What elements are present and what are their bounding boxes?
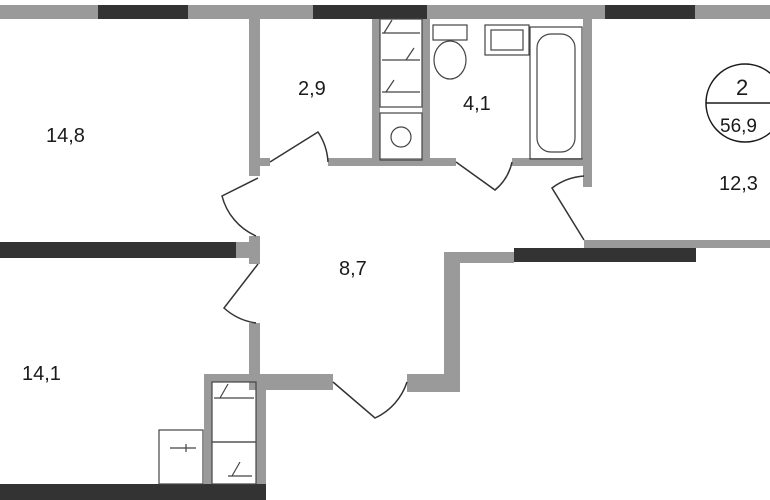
wall-bath-right	[583, 19, 592, 187]
closet-sink-tap	[170, 444, 196, 452]
shelf-top-detail	[382, 32, 420, 93]
door-small-room	[269, 130, 329, 163]
closet-shelf-bottom	[211, 441, 257, 485]
wall-notch-vertical	[444, 252, 460, 392]
wall-hall-left-lower	[249, 323, 260, 380]
room-area-bottom-left: 14,1	[22, 363, 61, 385]
room-area-hall: 8,7	[339, 258, 367, 280]
bath-sink-inner	[490, 29, 524, 51]
shelf-top-slant	[383, 19, 415, 93]
window-left-divider	[0, 242, 236, 258]
toilet-bowl	[433, 40, 467, 80]
windows	[0, 5, 696, 500]
room-area-kitchen: 12,3	[719, 173, 758, 195]
door-top-left-room	[221, 177, 259, 237]
closet-shelf-top	[211, 381, 257, 443]
bath-sink	[484, 24, 530, 56]
bathtub-inner	[536, 33, 576, 153]
window-top-3	[605, 5, 695, 19]
walls	[0, 5, 770, 494]
door-bathroom	[455, 161, 513, 191]
wall-bath-left	[422, 19, 430, 160]
closet-shelf-detail	[214, 383, 254, 399]
room-labels: 14,8 2,9 4,1 8,7 14,1 12,3	[22, 78, 758, 385]
washing-machine	[379, 112, 423, 161]
closet-shelf-bottom-detail	[228, 461, 252, 477]
badge-total-area: 56,9	[720, 116, 757, 137]
doors	[221, 130, 585, 419]
wall-small-room-right	[372, 19, 380, 160]
badge-rooms-count: 2	[736, 75, 748, 100]
wall-hall-left-upper	[249, 164, 260, 176]
window-top-2	[313, 5, 427, 19]
room-area-corridor: 2,9	[298, 78, 326, 100]
wall-hall-top	[328, 158, 456, 166]
wall-left-partition	[249, 19, 260, 164]
window-bottom-left	[0, 484, 266, 500]
washing-machine-drum	[390, 126, 412, 148]
room-area-bathroom: 4,1	[463, 93, 491, 115]
bathtub	[529, 26, 583, 160]
window-top-1	[98, 5, 188, 19]
door-entrance	[332, 381, 408, 419]
wall-hall-top-left	[260, 158, 270, 166]
wall-hall-bottom	[249, 374, 333, 390]
window-kitchen-bottom	[514, 248, 696, 262]
wall-notch-horizontal	[444, 252, 514, 263]
door-kitchen	[551, 175, 585, 241]
door-bottom-left-room	[222, 263, 259, 324]
wall-closet-right	[256, 374, 266, 494]
apartment-badge: 2 56,9	[705, 63, 770, 143]
fixtures	[158, 18, 583, 485]
wall-left-divider-end	[236, 242, 260, 258]
toilet-tank	[432, 24, 468, 41]
wall-hall-right-top	[584, 240, 770, 248]
wall-closet-top	[204, 374, 264, 382]
wall-hall-top-right	[512, 158, 592, 166]
room-area-top-left: 14,8	[46, 125, 85, 147]
closet-sink	[158, 429, 204, 485]
shelf-unit-top	[379, 18, 423, 108]
wall-notch-bottom	[407, 374, 460, 392]
wall-closet-left	[204, 374, 212, 494]
